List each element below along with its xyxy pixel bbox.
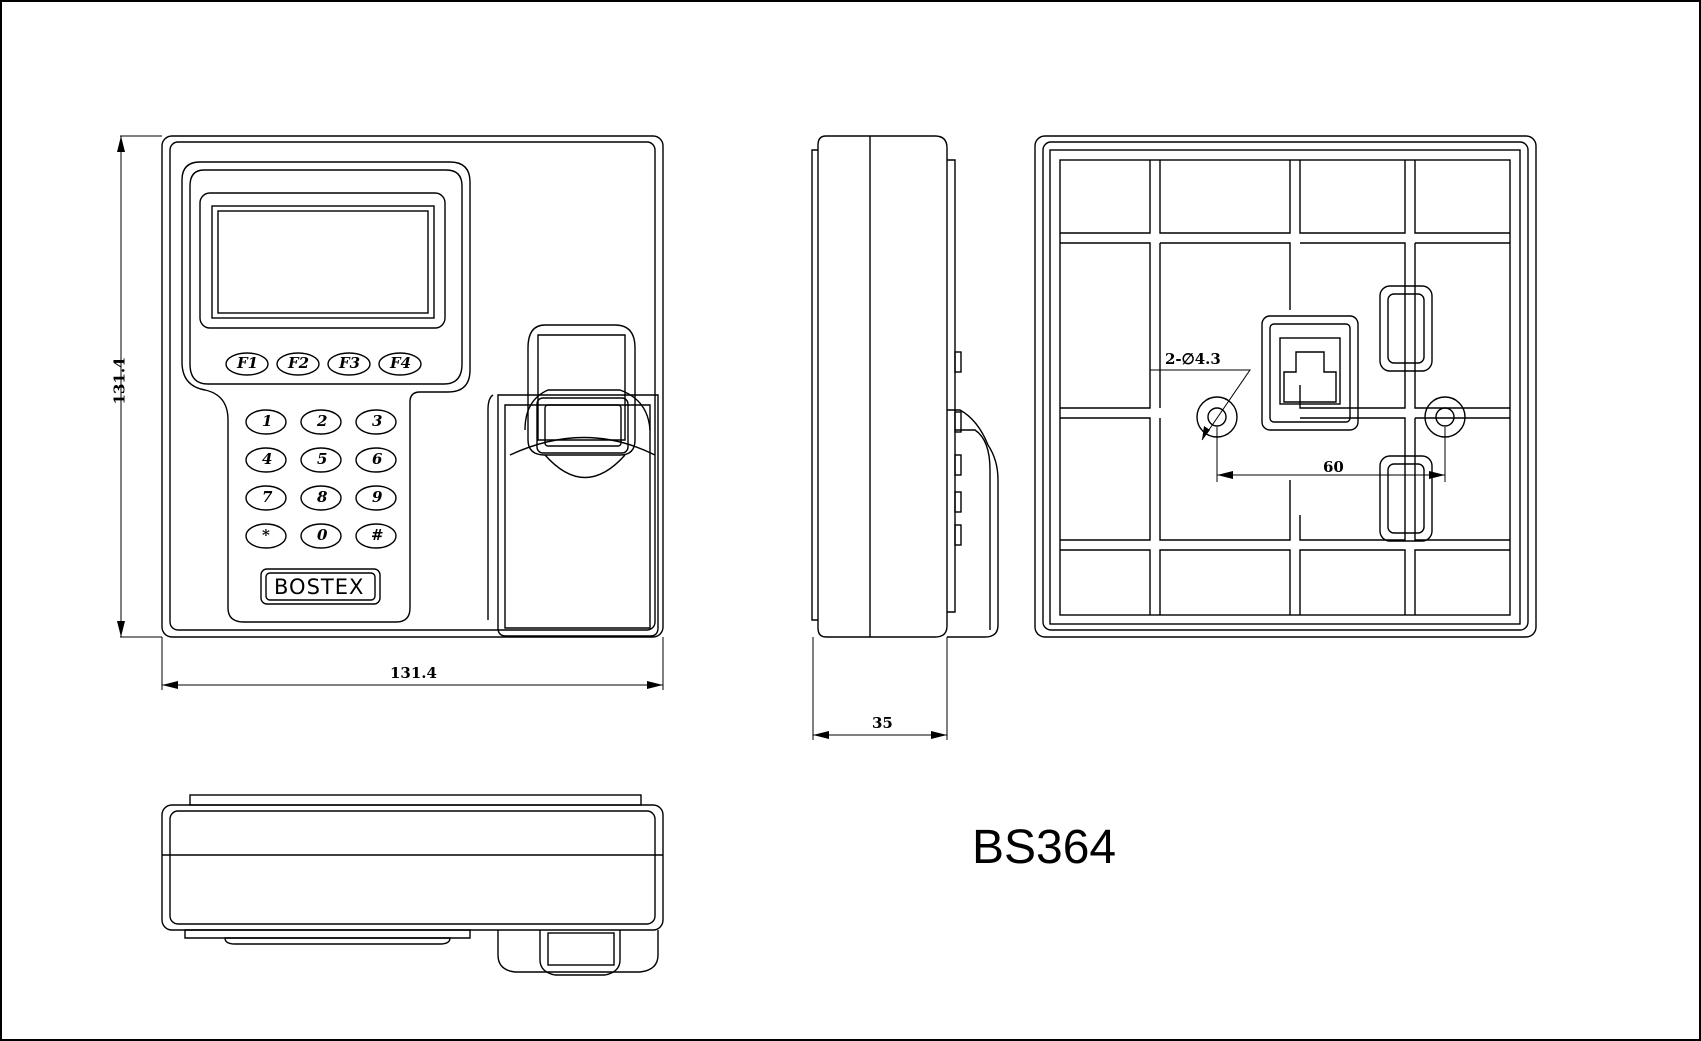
function-keys <box>225 352 422 376</box>
keypad-key-1: 1 <box>262 412 273 430</box>
hole-callout: 2-∅4.3 <box>1165 350 1221 368</box>
keypad-key-5: 5 <box>317 450 328 468</box>
keypad-key-star: * <box>262 526 270 544</box>
keypad-key-2: 2 <box>317 412 328 430</box>
height-dimension: 131.4 <box>110 357 129 405</box>
keypad <box>245 409 397 549</box>
depth-dimension: 35 <box>872 714 893 732</box>
keypad-key-8: 8 <box>317 488 328 506</box>
back-view <box>1034 135 1537 638</box>
width-dimension: 131.4 <box>390 664 437 682</box>
top-view <box>161 794 664 976</box>
model-label: BS364 <box>972 821 1117 874</box>
function-key-4: F4 <box>390 354 412 372</box>
keypad-key-4: 4 <box>262 450 273 468</box>
keypad-key-7: 7 <box>262 488 273 506</box>
brand-label: BOSTEX <box>274 575 365 599</box>
keypad-key-hash: # <box>371 526 384 544</box>
keypad-key-3: 3 <box>372 412 383 430</box>
function-key-2: F2 <box>288 354 310 372</box>
keypad-key-0: 0 <box>317 526 328 544</box>
function-key-3: F3 <box>339 354 361 372</box>
front-view <box>117 135 664 690</box>
keypad-key-6: 6 <box>372 450 383 468</box>
keypad-key-9: 9 <box>372 488 383 506</box>
side-view <box>811 135 999 740</box>
hole-spacing-dimension: 60 <box>1323 458 1344 476</box>
function-key-1: F1 <box>237 354 259 372</box>
